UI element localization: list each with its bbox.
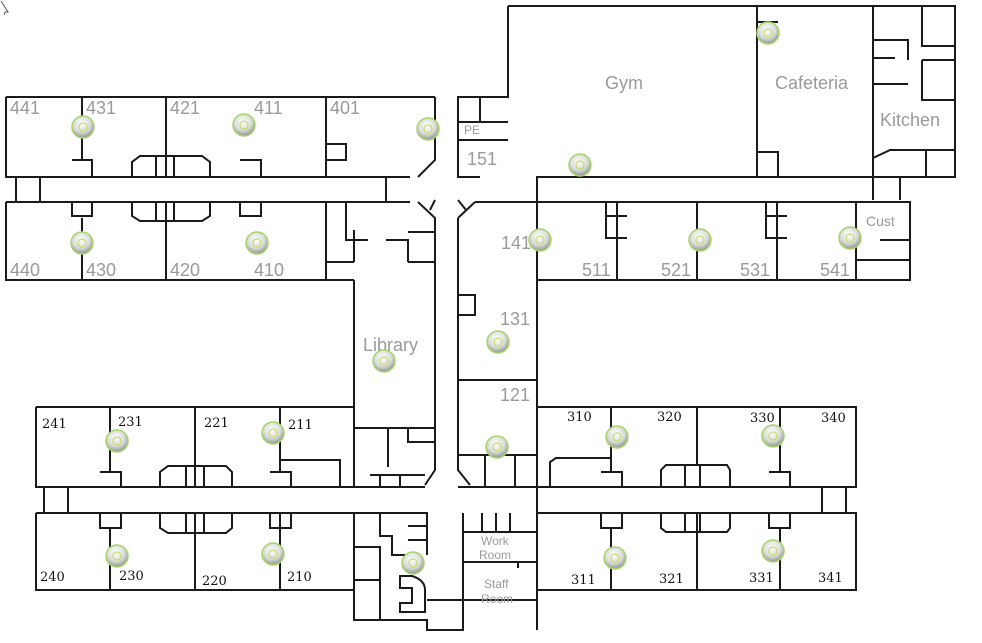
wireless-access-point-icon[interactable] <box>688 228 712 252</box>
room-label: 420 <box>170 260 200 280</box>
room-label-work-room: Room <box>479 548 511 562</box>
wireless-access-point-icon[interactable] <box>261 421 285 445</box>
room-label: 521 <box>661 260 691 280</box>
room-label-kitchen: Kitchen <box>880 110 940 130</box>
room-label: 231 <box>118 415 143 430</box>
room-label: 121 <box>500 385 530 405</box>
room-label-library: Library <box>363 335 418 355</box>
wireless-access-point-icon[interactable] <box>568 153 592 177</box>
cursor-icon <box>0 0 9 16</box>
wireless-access-point-icon[interactable] <box>261 542 285 566</box>
wireless-access-point-icon[interactable] <box>761 539 785 563</box>
room-label: 240 <box>40 570 65 585</box>
room-labels: Gym Cafeteria Kitchen PE 151 Cust Librar… <box>10 73 940 606</box>
wireless-access-point-icon[interactable] <box>761 424 785 448</box>
wireless-access-point-icon[interactable] <box>71 115 95 139</box>
wireless-access-point-icon[interactable] <box>372 349 396 373</box>
room-label: 401 <box>330 98 360 118</box>
wireless-access-point-icon[interactable] <box>605 425 629 449</box>
wireless-access-point-icon[interactable] <box>485 435 509 459</box>
room-label-staff-room: Room <box>481 592 513 606</box>
room-label: 511 <box>582 260 611 280</box>
room-label-gym: Gym <box>605 73 643 93</box>
room-label-work: Work <box>481 534 510 548</box>
room-label: 131 <box>500 309 530 329</box>
room-label: 340 <box>821 411 846 426</box>
room-label: 440 <box>10 260 40 280</box>
access-points <box>70 21 862 575</box>
wireless-access-point-icon[interactable] <box>486 330 510 354</box>
wireless-access-point-icon[interactable] <box>416 117 440 141</box>
wireless-access-point-icon[interactable] <box>105 429 129 453</box>
room-label-151: 151 <box>467 149 497 169</box>
room-label: 210 <box>287 570 312 585</box>
room-label-cafeteria: Cafeteria <box>775 73 849 93</box>
room-label: 331 <box>749 571 774 586</box>
room-label: 441 <box>10 98 40 118</box>
room-label: 330 <box>750 411 775 426</box>
room-label: 310 <box>567 410 592 425</box>
room-label: 320 <box>657 410 682 425</box>
room-label: 220 <box>202 574 227 589</box>
wireless-access-point-icon[interactable] <box>70 231 94 255</box>
room-label: 221 <box>204 416 229 431</box>
wireless-access-point-icon[interactable] <box>756 21 780 45</box>
room-label-staff: Staff <box>484 577 509 591</box>
wireless-access-point-icon[interactable] <box>838 226 862 250</box>
room-label: 211 <box>288 418 313 433</box>
room-label: 421 <box>170 98 200 118</box>
room-label: 430 <box>86 260 116 280</box>
wireless-access-point-icon[interactable] <box>528 228 552 252</box>
room-label: 431 <box>86 98 116 118</box>
room-label: 241 <box>42 417 67 432</box>
room-label: 410 <box>254 260 284 280</box>
room-label: 341 <box>818 571 843 586</box>
room-label-cust: Cust <box>866 213 895 229</box>
room-label-pe: PE <box>464 123 480 137</box>
wireless-access-point-icon[interactable] <box>232 113 256 137</box>
room-label: 541 <box>820 260 850 280</box>
room-label: 230 <box>119 569 144 584</box>
wireless-access-point-icon[interactable] <box>603 546 627 570</box>
wireless-access-point-icon[interactable] <box>245 231 269 255</box>
room-label: 411 <box>254 98 283 118</box>
room-label: 141 <box>501 233 531 253</box>
room-label: 531 <box>740 260 770 280</box>
wireless-access-point-icon[interactable] <box>105 544 129 568</box>
wireless-access-point-icon[interactable] <box>401 551 425 575</box>
room-label: 311 <box>571 573 596 588</box>
room-label: 321 <box>659 572 684 587</box>
